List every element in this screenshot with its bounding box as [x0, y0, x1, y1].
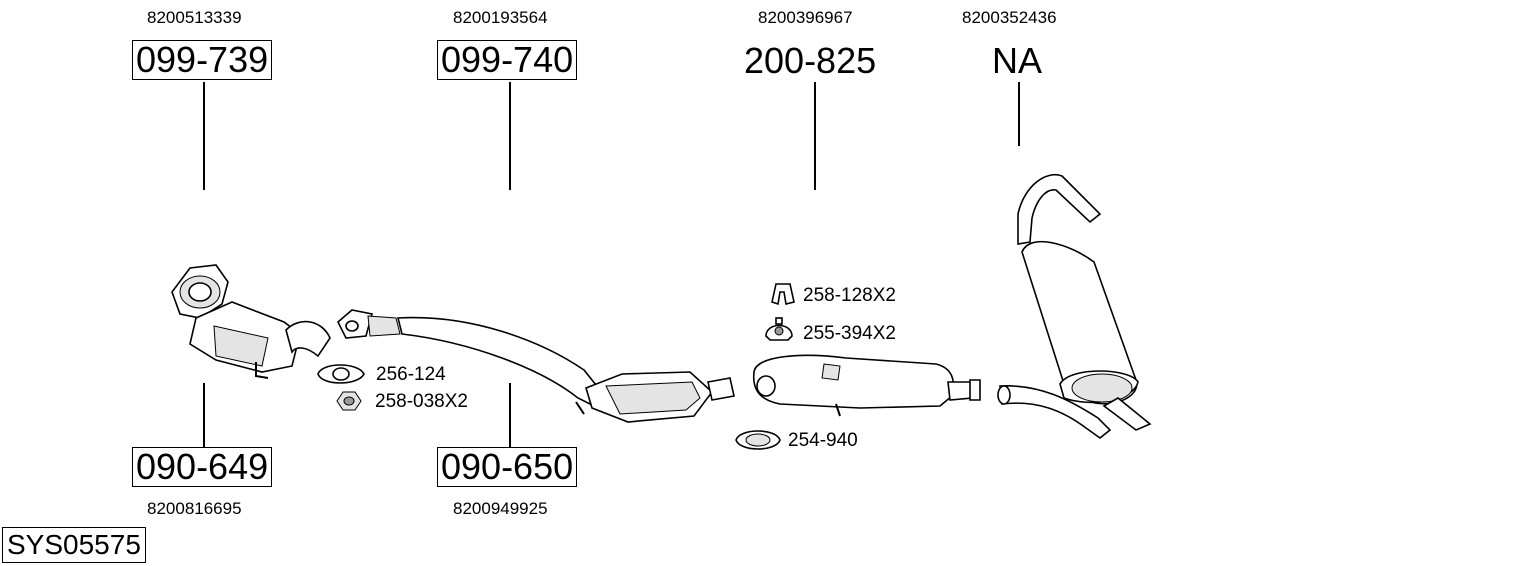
part-code-090-649[interactable]: 090-649	[132, 447, 273, 487]
accessory-hanger-bracket-label[interactable]: 258-128X2	[803, 285, 896, 306]
rear-silencer-part	[997, 174, 1152, 440]
part-code-099-739[interactable]: 099-739	[132, 40, 273, 80]
oem-number-8200396967: 8200396967	[758, 8, 853, 27]
oem-number-8200816695: 8200816695	[147, 499, 242, 518]
oem-number-8200352436: 8200352436	[962, 8, 1057, 27]
hanger-bracket-icon	[771, 283, 795, 306]
oem-number-8200949925: 8200949925	[453, 499, 548, 518]
part-code-na[interactable]: NA	[992, 40, 1043, 81]
accessory-rubber-mount-label[interactable]: 255-394X2	[803, 323, 896, 344]
gasket-icon	[317, 364, 365, 384]
clamp-icon	[735, 430, 781, 450]
accessory-clamp-label[interactable]: 254-940	[788, 430, 858, 451]
part-code-200-825[interactable]: 200-825	[744, 40, 877, 81]
rubber-mount-icon	[765, 317, 793, 341]
part-code-090-650[interactable]: 090-650	[437, 447, 578, 487]
accessory-nut-label[interactable]: 258-038X2	[375, 391, 468, 412]
oem-number-8200193564: 8200193564	[453, 8, 548, 27]
front-pipe-catalyst-part	[337, 309, 735, 423]
system-code: SYS05575	[2, 527, 146, 563]
middle-silencer-part	[752, 354, 981, 417]
nut-icon	[336, 391, 362, 411]
part-code-099-740[interactable]: 099-740	[437, 40, 578, 80]
manifold-catalyst-part	[171, 264, 331, 379]
accessory-gasket-label[interactable]: 256-124	[376, 364, 446, 385]
oem-number-8200513339: 8200513339	[147, 8, 242, 27]
